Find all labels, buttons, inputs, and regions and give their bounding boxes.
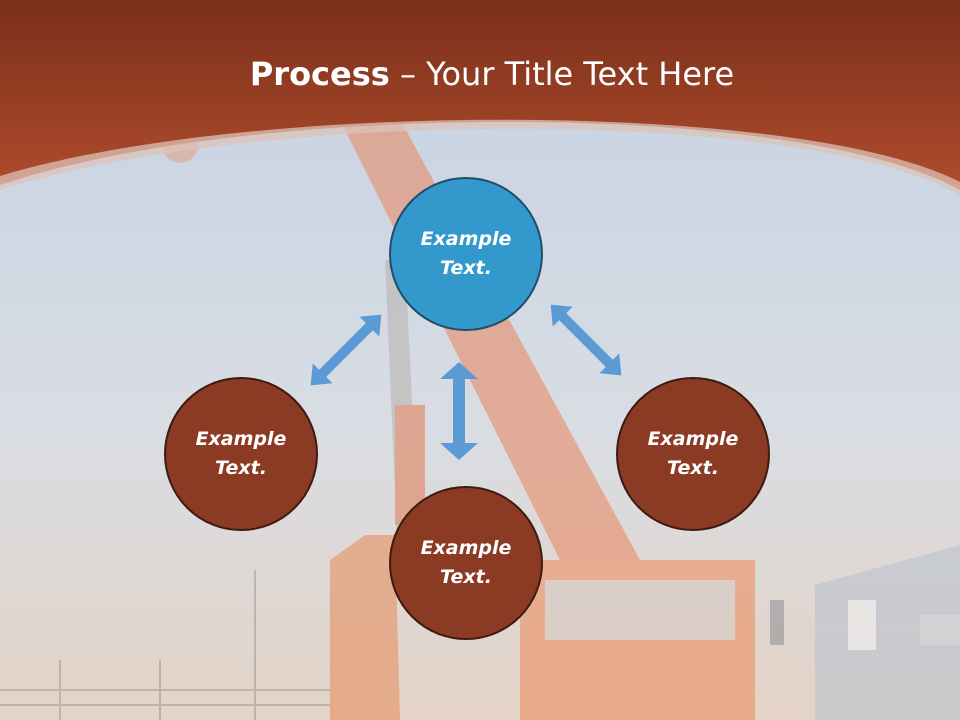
header-band <box>0 0 960 190</box>
slide-title: Process – Your Title Text Here <box>0 52 960 96</box>
node-text-line2: Text. <box>215 457 267 479</box>
double-arrow-icon-right <box>550 304 622 376</box>
title-rest-part: – Your Title Text Here <box>389 55 735 93</box>
process-node-top[interactable]: Example Text. <box>389 177 543 331</box>
title-bold-part: Process <box>249 55 390 93</box>
node-text-line1: Example <box>195 428 287 450</box>
double-arrow-icon-vertical <box>440 362 478 460</box>
node-text-line1: Example <box>420 537 512 559</box>
process-node-bottom[interactable]: Example Text. <box>389 486 543 640</box>
node-text-line1: Example <box>420 228 512 250</box>
crane-illustration <box>0 110 960 720</box>
node-text-line2: Text. <box>440 566 492 588</box>
double-arrow-icon-left <box>310 314 382 386</box>
process-node-right[interactable]: Example Text. <box>616 377 770 531</box>
node-text-line2: Text. <box>440 257 492 279</box>
header-light-curve <box>0 119 960 195</box>
node-text-line1: Example <box>647 428 739 450</box>
node-text-line2: Text. <box>667 457 719 479</box>
process-node-left[interactable]: Example Text. <box>164 377 318 531</box>
